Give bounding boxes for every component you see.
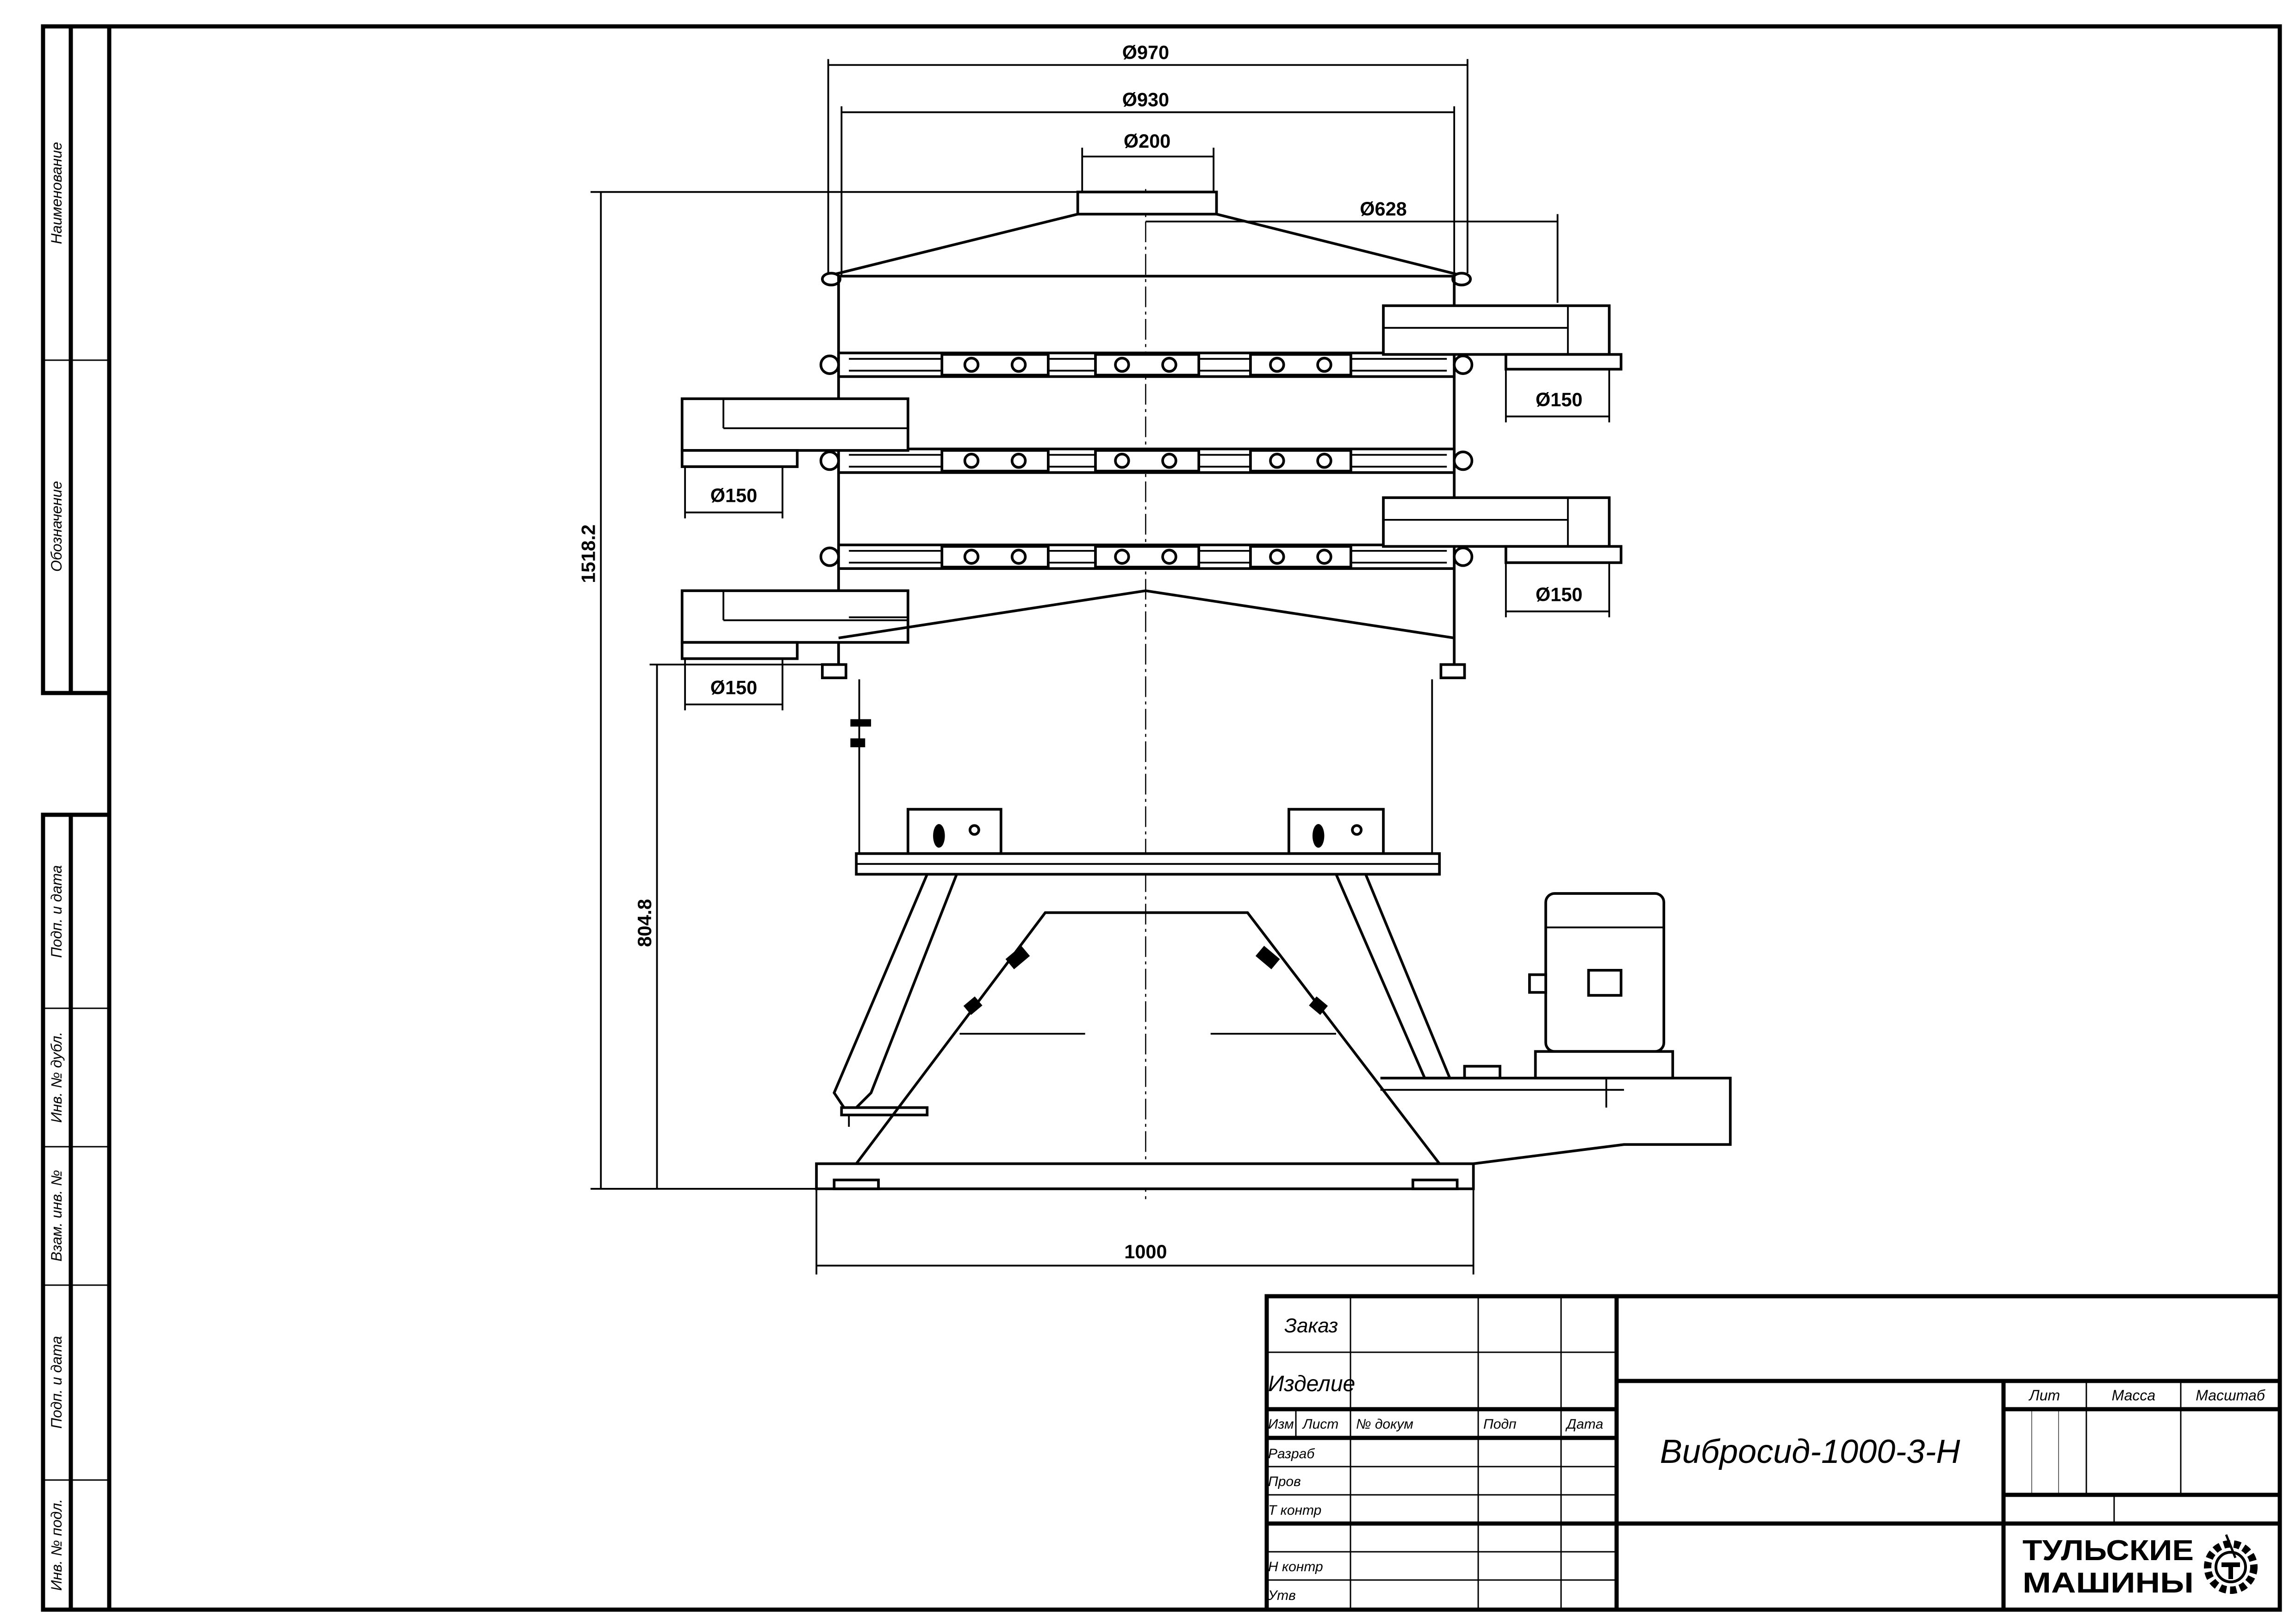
dimension-height-total: 1518.2 bbox=[578, 191, 1078, 1190]
svg-text:Ø150: Ø150 bbox=[1536, 583, 1582, 605]
sheet-frame bbox=[107, 24, 2282, 1612]
svg-text:Ø150: Ø150 bbox=[710, 485, 757, 506]
svg-text:Ø628: Ø628 bbox=[1360, 198, 1406, 220]
outlet-left-lower: Ø150 bbox=[680, 589, 909, 711]
dimension-d200: Ø200 bbox=[1081, 130, 1215, 192]
dimension-d930: Ø930 bbox=[840, 89, 1456, 276]
svg-text:1518.2: 1518.2 bbox=[578, 525, 599, 583]
svg-text:МАШИНЫ: МАШИНЫ bbox=[2022, 1567, 2194, 1599]
sieve-drawing: Ø970 Ø930 Ø200 Ø628 bbox=[578, 42, 1732, 1274]
role-checker: Пров bbox=[1268, 1474, 1301, 1489]
role-approver: Утв bbox=[1268, 1588, 1296, 1603]
dimension-d970: Ø970 bbox=[827, 42, 1468, 274]
outlet-right-upper: Ø150 bbox=[1382, 304, 1623, 423]
dimension-d628: Ø628 bbox=[1145, 198, 1559, 303]
col-sheet: Лист bbox=[1302, 1417, 1338, 1432]
outlet-right-lower: Ø150 bbox=[1382, 496, 1623, 618]
motor bbox=[1463, 892, 1674, 1108]
svg-text:1000: 1000 bbox=[1124, 1241, 1167, 1262]
svg-text:Ø970: Ø970 bbox=[1122, 42, 1169, 63]
gear-icon bbox=[2204, 1534, 2258, 1594]
sieve-rings bbox=[821, 351, 1472, 568]
scale-label: Масштаб bbox=[2196, 1387, 2265, 1404]
sidebar-label-sign-date-1: Подп. и дата bbox=[48, 865, 65, 958]
svg-text:804.8: 804.8 bbox=[634, 899, 655, 947]
company-logo: ТУЛЬСКИЕ МАШИНЫ bbox=[2022, 1534, 2258, 1599]
sidebar-label-orig-inv: Инв. № подл. bbox=[48, 1499, 65, 1591]
outlet-left-middle: Ø150 bbox=[680, 397, 909, 518]
svg-text:ТУЛЬСКИЕ: ТУЛЬСКИЕ bbox=[2022, 1535, 2194, 1567]
svg-text:Ø930: Ø930 bbox=[1122, 89, 1169, 111]
lit-label: Лит bbox=[2028, 1387, 2060, 1404]
svg-text:Ø150: Ø150 bbox=[710, 676, 757, 698]
drawing-name: Вибросид-1000-3-Н bbox=[1660, 1433, 1961, 1470]
sidebar-label-sign-date-2: Подп. и дата bbox=[48, 1336, 65, 1429]
svg-text:Ø200: Ø200 bbox=[1124, 130, 1170, 152]
product-label: Изделие bbox=[1268, 1372, 1355, 1396]
sidebar-label-designation: Обозначение bbox=[48, 481, 65, 572]
role-tech-control: Т контр bbox=[1268, 1503, 1321, 1518]
col-date: Дата bbox=[1565, 1417, 1603, 1432]
title-block: Заказ Изделие Изм Лист № докум Подп Дата… bbox=[1264, 1294, 2282, 1612]
mass-label: Масса bbox=[2112, 1387, 2156, 1404]
order-label: Заказ bbox=[1284, 1314, 1338, 1337]
sidebar-label-name: Наименование bbox=[48, 142, 65, 244]
role-norm-control: Н контр bbox=[1268, 1559, 1323, 1574]
role-developer: Разраб bbox=[1268, 1446, 1315, 1462]
sidebar-label-repl-inv: Взам. инв. № bbox=[48, 1170, 65, 1262]
col-doc-number: № докум bbox=[1356, 1417, 1413, 1432]
dimension-base-width: 1000 bbox=[815, 1188, 1475, 1274]
dimension-height-base: 804.8 bbox=[634, 663, 822, 1189]
col-change: Изм bbox=[1268, 1417, 1294, 1432]
col-signature: Подп bbox=[1483, 1417, 1517, 1432]
svg-text:Ø150: Ø150 bbox=[1536, 388, 1582, 410]
sidebar-stamp: Наименование Обозначение Подп. и дата Ин… bbox=[41, 24, 112, 1612]
sidebar-label-dup-inv: Инв. № дубл. bbox=[48, 1032, 65, 1123]
